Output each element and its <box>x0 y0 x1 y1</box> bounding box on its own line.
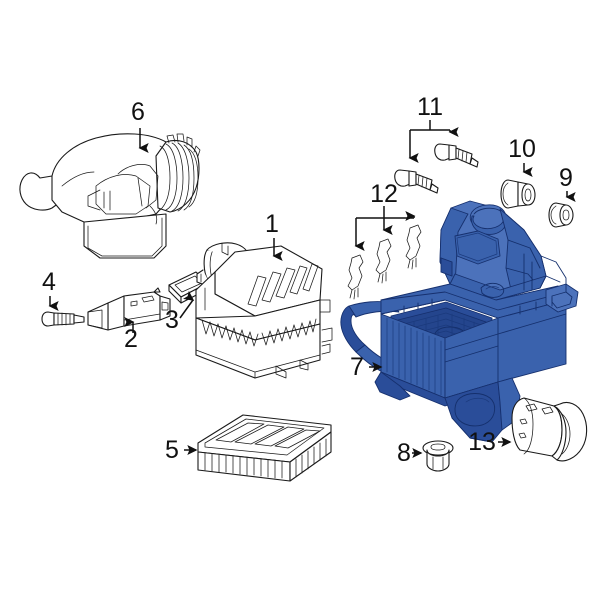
part-12-retaining-clip <box>347 206 422 300</box>
callout-9-label: 9 <box>559 164 573 192</box>
callout-6-label: 6 <box>131 98 145 126</box>
callout-2: 2 <box>124 317 138 353</box>
part-7-air-cleaner-housing <box>340 200 579 443</box>
callout-11-label: 11 <box>417 93 443 121</box>
callout-10: 10 <box>508 135 536 177</box>
part-13-air-intake-resonator <box>511 397 588 462</box>
callout-8: 8 <box>397 439 423 467</box>
callout-13-label: 13 <box>468 428 496 456</box>
callout-6: 6 <box>131 98 149 153</box>
callout-12: 12 <box>370 180 398 208</box>
part-1-air-cleaner-cover <box>195 242 333 379</box>
callout-4: 4 <box>42 268 59 311</box>
callout-8-label: 8 <box>397 439 411 467</box>
callout-3-label: 3 <box>165 306 179 334</box>
callout-13: 13 <box>468 428 512 456</box>
part-6-air-inlet-tube <box>19 133 201 259</box>
callout-2-label: 2 <box>124 325 138 353</box>
part-10-mounting-bushing-large <box>500 179 536 209</box>
part-2-mass-air-flow-sensor <box>87 287 171 331</box>
callout-11: 11 <box>417 93 443 121</box>
part-11-housing-mounting-bolt <box>394 120 479 194</box>
callout-4-label: 4 <box>42 268 56 296</box>
callout-10-label: 10 <box>508 135 536 163</box>
callout-12-label: 12 <box>370 180 398 208</box>
part-4-sensor-screw <box>41 311 85 327</box>
callout-7-label: 7 <box>350 353 364 381</box>
callout-1-label: 1 <box>265 210 279 238</box>
callout-7: 7 <box>350 353 383 381</box>
callout-5: 5 <box>165 436 198 464</box>
callout-1: 1 <box>265 210 283 261</box>
part-5-air-filter-element <box>197 414 332 482</box>
callout-9: 9 <box>559 164 576 202</box>
part-8-housing-insulator-grommet <box>422 440 454 472</box>
callout-3: 3 <box>165 290 195 334</box>
callout-5-label: 5 <box>165 436 179 464</box>
part-9-mounting-bushing-small <box>548 202 574 228</box>
